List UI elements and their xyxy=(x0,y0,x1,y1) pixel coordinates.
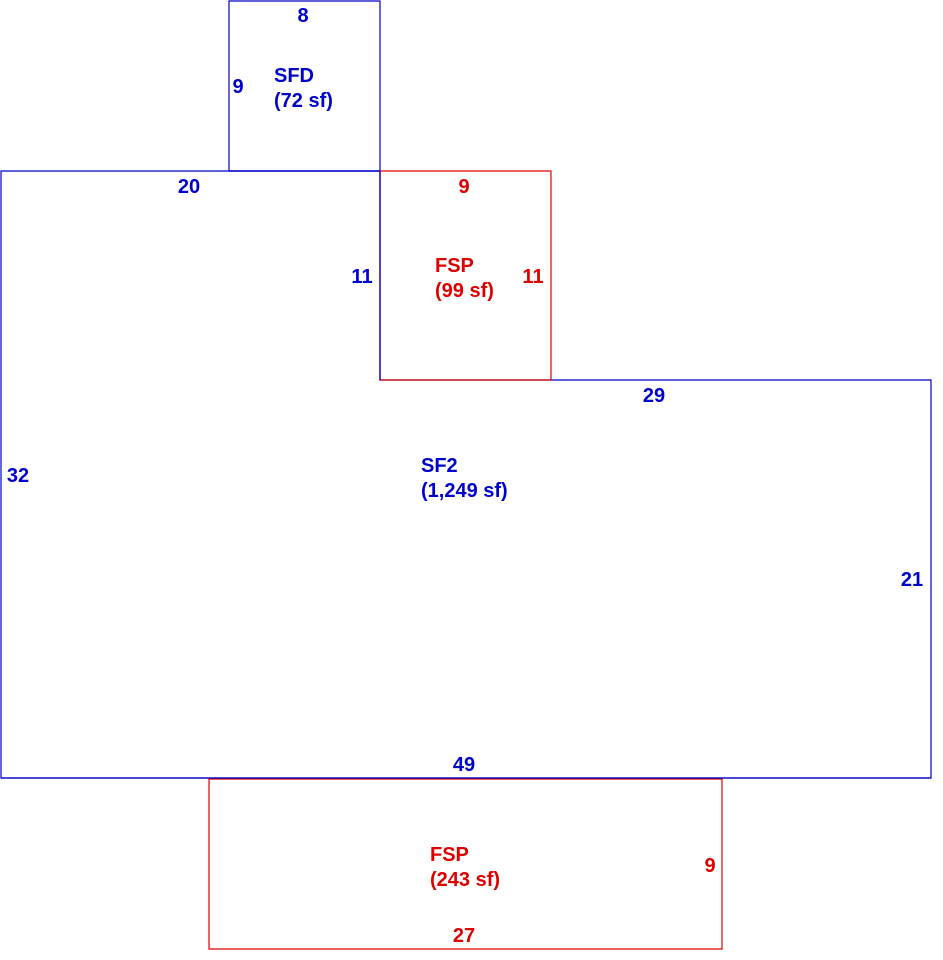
dim-sfd-left: 9 xyxy=(232,76,243,98)
sf2-code-label: SF2 xyxy=(421,455,458,477)
dim-fsp-lower-bottom: 27 xyxy=(453,925,475,947)
dim-fsp-lower-right: 9 xyxy=(704,855,715,877)
dim-fsp-upper-top: 9 xyxy=(458,176,469,198)
sfd-code-label: SFD xyxy=(274,65,314,87)
sf2-area-label: (1,249 sf) xyxy=(421,480,508,502)
dim-sf2-step: 29 xyxy=(643,385,665,407)
sfd-area-label: (72 sf) xyxy=(274,90,333,112)
dim-sf2-bottom: 49 xyxy=(453,754,475,776)
fsp-lower-outline xyxy=(208,778,723,950)
dim-fsp-upper-right: 11 xyxy=(522,266,543,288)
fsp-lower-code-label: FSP xyxy=(430,844,469,866)
fsp-upper-area-label: (99 sf) xyxy=(435,280,494,302)
dim-sf2-notch: 11 xyxy=(351,266,372,288)
dim-sf2-right: 21 xyxy=(901,569,923,591)
fsp-lower-area-label: (243 sf) xyxy=(430,869,500,891)
dim-sf2-top: 20 xyxy=(178,176,200,198)
dim-sf2-left: 32 xyxy=(7,465,29,487)
fsp-upper-code-label: FSP xyxy=(435,255,474,277)
dim-sfd-top: 8 xyxy=(297,5,308,27)
